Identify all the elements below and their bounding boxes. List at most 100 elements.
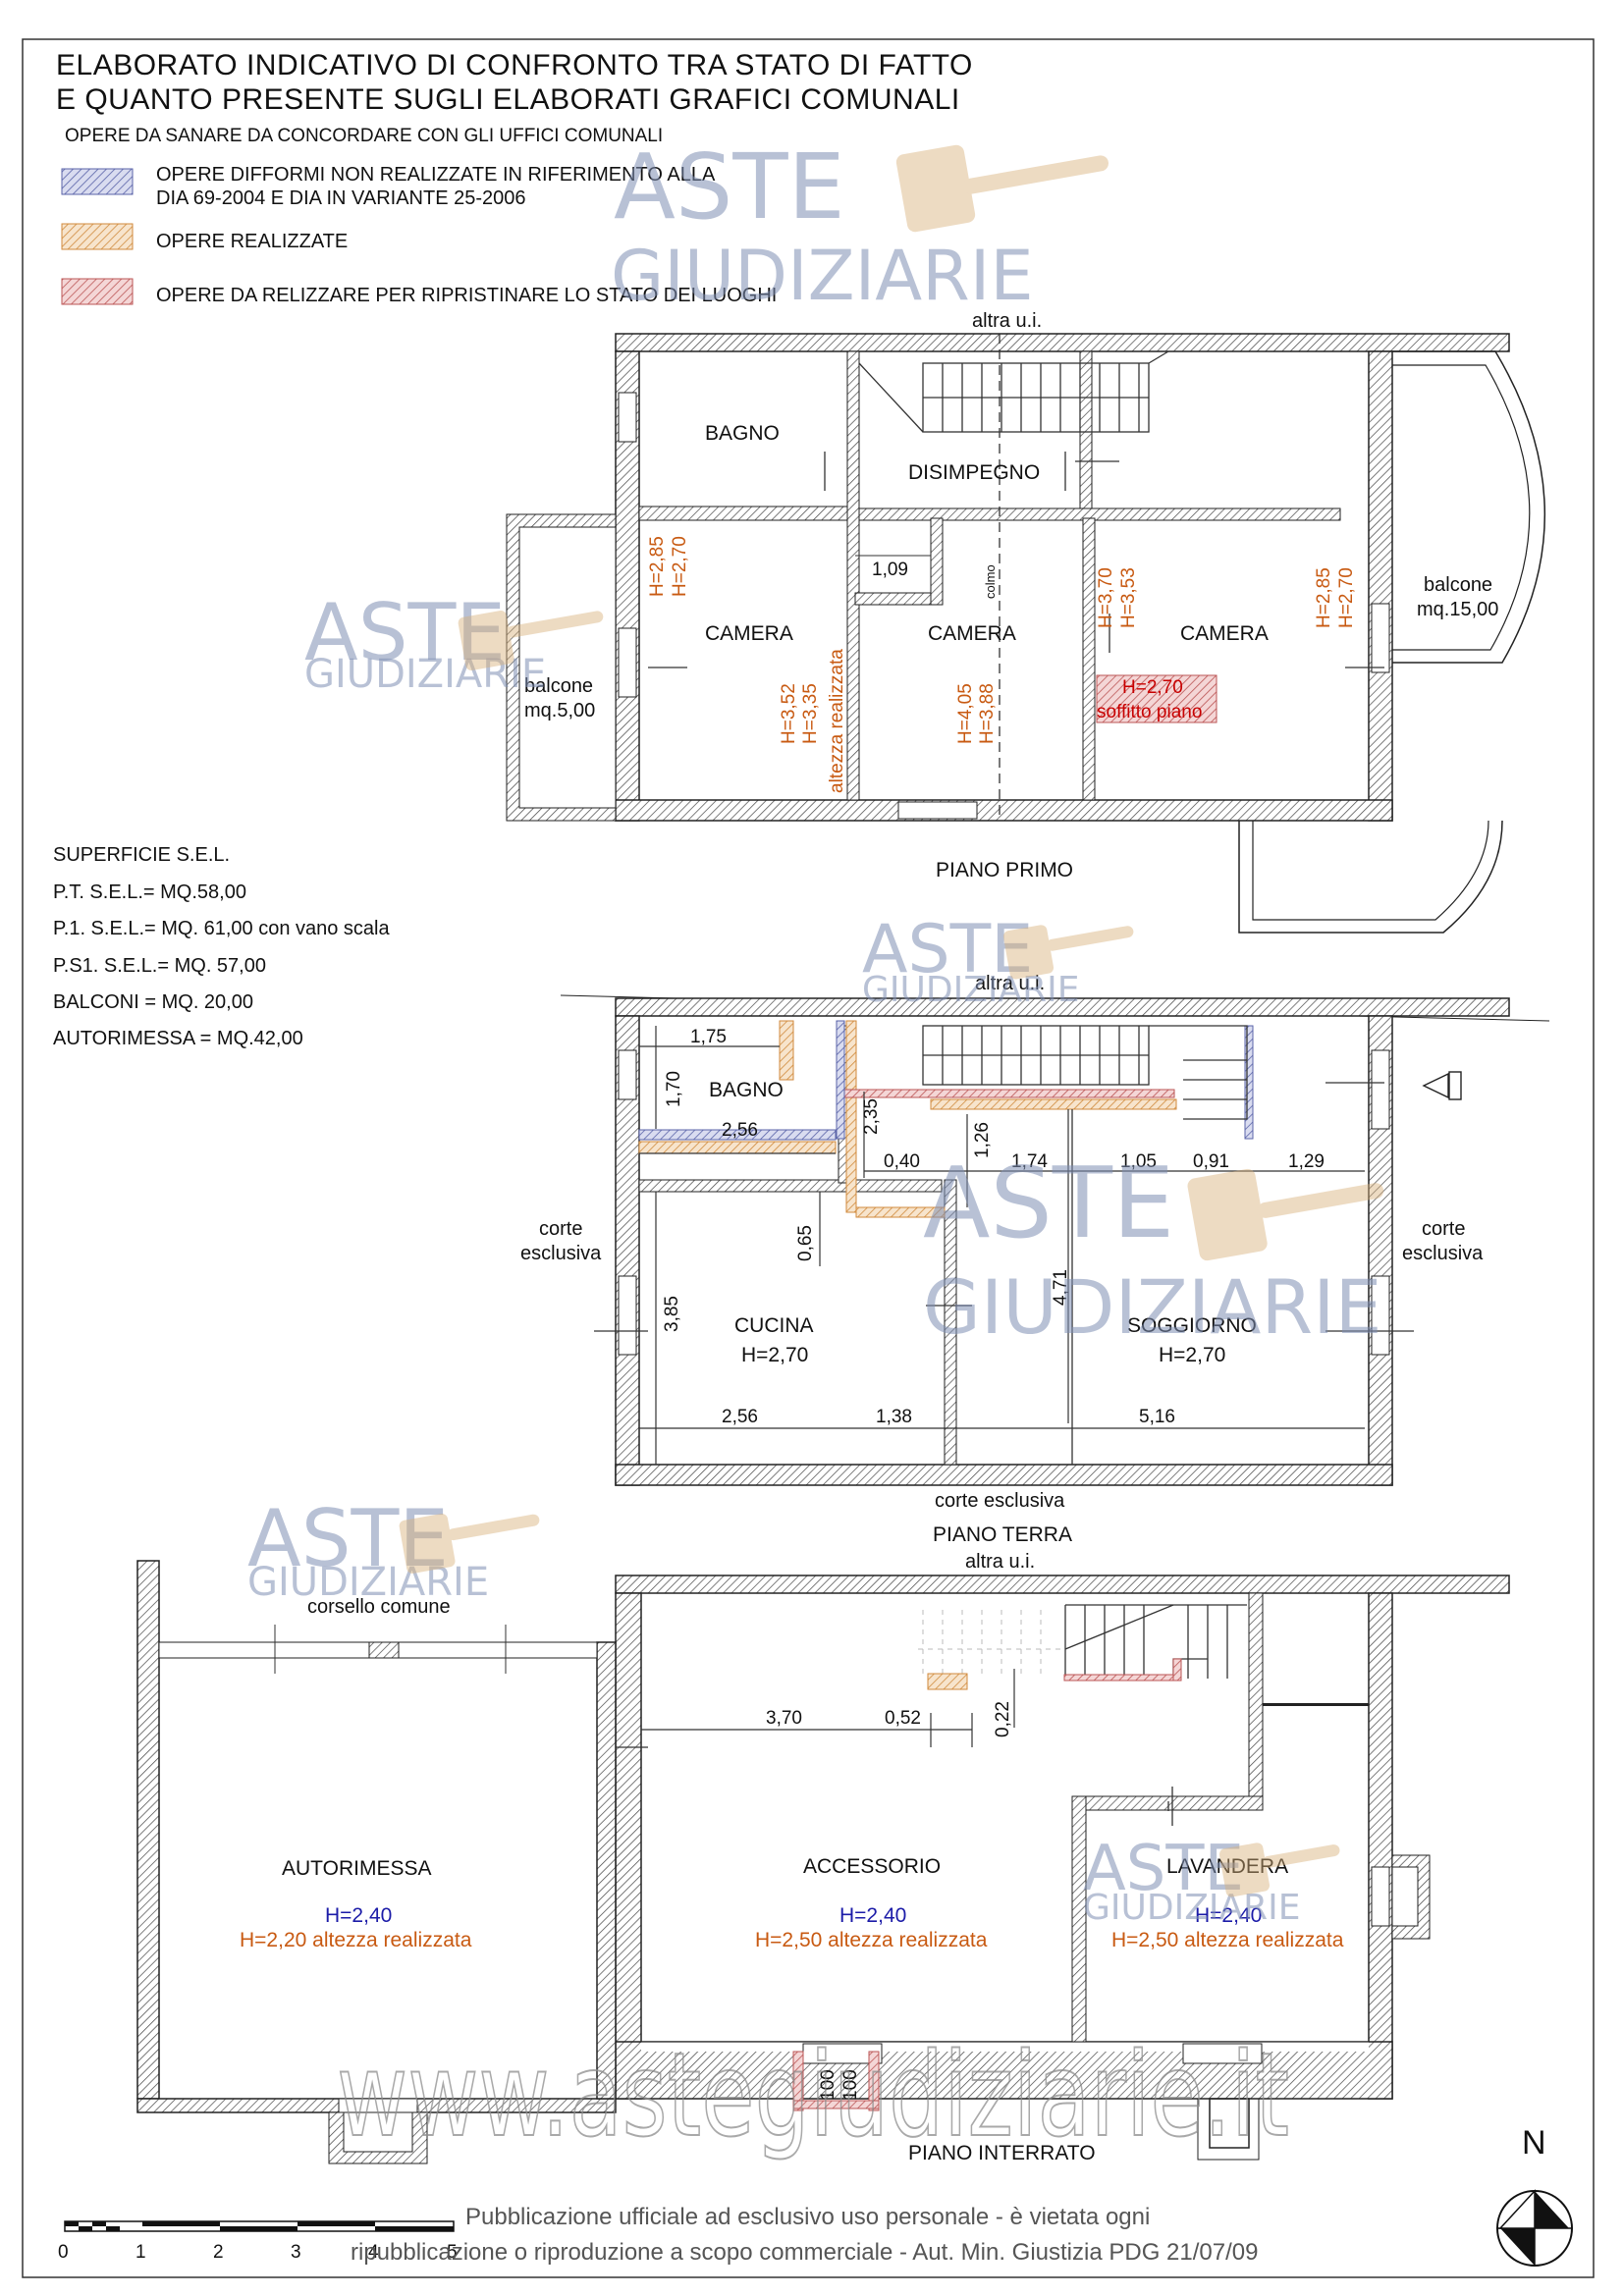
h-box-a: H=2,70 — [1122, 677, 1183, 698]
h-cc-b: H=3,88 — [977, 683, 998, 744]
scale-label-3: 3 — [291, 2242, 301, 2263]
dim-1-26: 1,26 — [972, 1122, 993, 1158]
svg-text:GIUDIZIARIE: GIUDIZIARIE — [862, 970, 1079, 1010]
svg-text:GIUDIZIARIE: GIUDIZIARIE — [247, 1560, 489, 1605]
gavel-icon — [1187, 1168, 1384, 1261]
balcone-east-1: balcone — [1424, 574, 1492, 596]
autorimessa-h1: H=2,40 — [325, 1904, 392, 1927]
h-cw-a: H=2,85 — [647, 536, 668, 597]
room-camera-central: CAMERA — [928, 622, 1016, 645]
legend: OPERE DIFFORMI NON REALIZZATE IN RIFERIM… — [61, 164, 777, 306]
surface-line-3: P.S1. S.E.L.= MQ. 57,00 — [53, 955, 266, 977]
room-bagno-terra: BAGNO — [709, 1079, 784, 1101]
svg-text:ASTE: ASTE — [862, 911, 1033, 988]
footer-line-1: Pubblicazione ufficiale ad esclusivo uso… — [465, 2204, 1150, 2230]
room-lavandera: LAVANDERA — [1166, 1855, 1288, 1878]
altra-ui-terra: altra u.i. — [975, 973, 1045, 994]
h-box-b: soffitto piano — [1097, 702, 1202, 722]
h-ce-a: H=3,70 — [1096, 567, 1116, 628]
dim-0-65: 0,65 — [795, 1225, 816, 1261]
h-cw-b: H=2,70 — [670, 536, 690, 597]
h-cw-d: H=3,35 — [800, 683, 821, 744]
stairs-interrato — [1064, 1604, 1247, 1680]
altra-ui-primo: altra u.i. — [972, 310, 1042, 332]
dim-1-74: 1,74 — [1011, 1151, 1048, 1172]
corte-west-2: esclusiva — [520, 1243, 602, 1264]
dim-5-16: 5,16 — [1139, 1407, 1175, 1427]
balcone-west-1: balcone — [524, 675, 593, 697]
piano-terra-name: PIANO TERRA — [933, 1523, 1072, 1546]
dim-0-52: 0,52 — [885, 1708, 921, 1729]
scale-label-5: 5 — [447, 2242, 458, 2263]
svg-text:ASTE: ASTE — [1083, 1833, 1244, 1905]
corsello-comune: corsello comune — [307, 1596, 451, 1618]
window-100-b: 100 — [840, 2069, 861, 2101]
room-cucina: CUCINA — [734, 1314, 814, 1337]
dim-3-70: 3,70 — [766, 1708, 802, 1729]
legend-item-1-line-2: DIA 69-2004 E DIA IN VARIANTE 25-2006 — [156, 187, 525, 209]
sheet-border — [22, 38, 1595, 2278]
corte-bottom: corte esclusiva — [935, 1490, 1065, 1512]
surfaces-heading: SUPERFICIE S.E.L. — [53, 844, 230, 866]
accessorio-h2: H=2,50 altezza realizzata — [755, 1929, 988, 1951]
h-cw-e: altezza realizzata — [827, 649, 847, 793]
dim-1-38: 1,38 — [876, 1407, 912, 1427]
legend-swatch-orange — [61, 223, 134, 250]
balcone-west-2: mq.5,00 — [524, 700, 595, 721]
stairs-primo — [858, 350, 1169, 433]
scale-label-2: 2 — [213, 2242, 224, 2263]
legend-swatch-blue — [61, 168, 134, 195]
plan-piano-terra: altra u.i. BAGNO CUCINA H=2,70 SOGGIORNO… — [520, 973, 1550, 1546]
room-soggiorno-h: H=2,70 — [1159, 1344, 1225, 1366]
dim-0-22: 0,22 — [993, 1701, 1013, 1737]
room-bagno-primo: BAGNO — [705, 422, 780, 445]
watermark-6: ASTE GIUDIZIARIE — [1083, 1833, 1340, 1928]
surface-line-4: BALCONI = MQ. 20,00 — [53, 991, 253, 1013]
legend-item-2: OPERE REALIZZATE — [156, 231, 348, 252]
h-cc-a: H=4,05 — [955, 683, 976, 744]
dim-1-09: 1,09 — [872, 560, 908, 580]
autorimessa-h2: H=2,20 altezza realizzata — [240, 1929, 472, 1951]
svg-text:GIUDIZIARIE: GIUDIZIARIE — [304, 652, 546, 697]
gavel-icon — [1002, 925, 1134, 980]
scale-bar: 0 1 2 3 4 5 — [58, 2220, 458, 2263]
room-cucina-h: H=2,70 — [741, 1344, 808, 1366]
surface-line-5: AUTORIMESSA = MQ.42,00 — [53, 1028, 303, 1049]
dim-1-70: 1,70 — [664, 1071, 684, 1107]
watermark-5: ASTE GIUDIZIARIE — [247, 1493, 540, 1605]
room-disimpegno: DISIMPEGNO — [908, 461, 1040, 484]
corte-east-2: esclusiva — [1402, 1243, 1484, 1264]
h-ce-c: H=2,85 — [1314, 567, 1334, 628]
legend-item-1-line-1: OPERE DIFFORMI NON REALIZZATE IN RIFERIM… — [156, 164, 716, 186]
balcone-east-2: mq.15,00 — [1417, 599, 1498, 620]
dim-0-91: 0,91 — [1193, 1151, 1229, 1172]
subtitle: OPERE DA SANARE DA CONCORDARE CON GLI UF… — [65, 126, 663, 146]
svg-text:GIUDIZIARIE: GIUDIZIARIE — [611, 236, 1034, 316]
svg-text:ASTE: ASTE — [304, 587, 506, 678]
soffitto-piano-box — [1096, 674, 1217, 723]
dim-2-35: 2,35 — [861, 1098, 882, 1135]
surface-line-2: P.1. S.E.L.= MQ. 61,00 con vano scala — [53, 918, 390, 939]
surface-line-1: P.T. S.E.L.= MQ.58,00 — [53, 881, 246, 903]
plan-piano-primo: colmo 1,09 altra u.i. BAGNO DISIMPEGNO C… — [506, 310, 1546, 934]
gavel-icon — [399, 1514, 540, 1574]
legend-swatch-red — [61, 278, 134, 305]
corte-east-1: corte — [1422, 1218, 1465, 1240]
scale-label-4: 4 — [368, 2242, 379, 2263]
dim-1-29: 1,29 — [1288, 1151, 1325, 1172]
room-camera-east: CAMERA — [1180, 622, 1269, 645]
window-100-a: 100 — [818, 2069, 839, 2101]
room-accessorio: ACCESSORIO — [803, 1855, 941, 1878]
h-ce-d: H=2,70 — [1336, 567, 1357, 628]
north-label: N — [1522, 2124, 1546, 2162]
svg-text:ASTE: ASTE — [247, 1493, 449, 1584]
watermark-2: ASTE GIUDIZIARIE — [304, 587, 604, 697]
lavandera-h1: H=2,40 — [1195, 1904, 1262, 1927]
svg-text:GIUDIZIARIE: GIUDIZIARIE — [1083, 1888, 1300, 1928]
surfaces-table: SUPERFICIE S.E.L. P.T. S.E.L.= MQ.58,00 … — [53, 844, 390, 1049]
lavandera-h2: H=2,50 altezza realizzata — [1111, 1929, 1344, 1951]
watermark-4: ASTE GIUDIZIARIE — [923, 1146, 1384, 1351]
h-cw-c: H=3,52 — [779, 683, 799, 744]
gavel-icon — [458, 611, 604, 670]
